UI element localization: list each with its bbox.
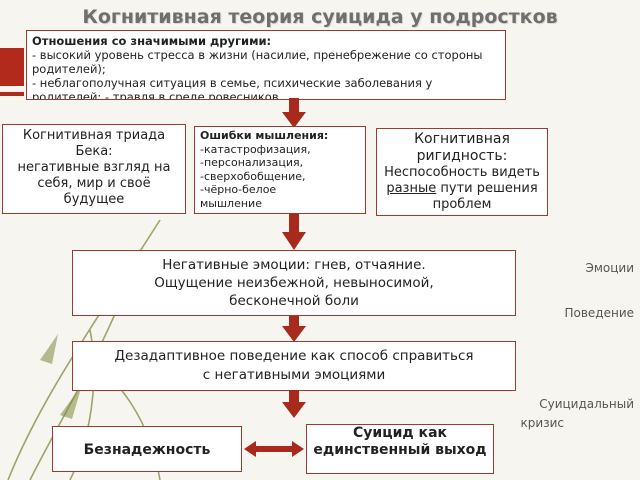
suicide-text: Суицид как единственный выход — [313, 425, 487, 458]
rigidity-text-before: Неспособность видеть — [384, 165, 540, 180]
behavior-line-2: с негативными эмоциями — [202, 367, 386, 383]
side-label-crisis-2: кризис — [520, 416, 564, 430]
thinking-errors-box: Ошибки мышления: -катастрофизация, -перс… — [194, 126, 366, 214]
negative-emotions-box: Негативные эмоции: гнев, отчаяние. Ощуще… — [72, 250, 516, 316]
emotions-line-3: бесконечной боли — [229, 293, 359, 309]
rigidity-heading: Когнитивная ригидность: — [414, 131, 510, 164]
behavior-line-1: Дезадаптивное поведение как способ справ… — [114, 348, 474, 364]
rigidity-text-underlined: разные — [386, 181, 437, 196]
left-accent-bar-top — [0, 48, 24, 86]
side-label-behavior: Поведение — [564, 306, 634, 320]
errors-heading: Ошибки мышления: — [200, 129, 329, 142]
cognitive-rigidity-box: Когнитивная ригидность: Неспособность ви… — [376, 128, 548, 216]
arrow-down-1 — [282, 98, 306, 128]
arrow-down-4 — [282, 390, 306, 418]
arrow-down-2 — [282, 214, 306, 250]
side-label-emotions: Эмоции — [585, 261, 634, 275]
errors-item-4: -чёрно-белое — [200, 183, 277, 196]
side-label-crisis-1: Суицидальный — [539, 397, 634, 411]
errors-item-5: мышление — [200, 196, 262, 210]
page-title: Когнитивная теория суицида у подростков — [82, 6, 558, 28]
rigidity-text-after: пути решения проблем — [432, 181, 538, 212]
triad-line-1: Когнитивная триада — [22, 128, 166, 143]
hopelessness-text: Безнадежность — [83, 442, 211, 458]
hopelessness-box: Безнадежность — [52, 426, 242, 472]
errors-item-2: -персонализация, — [200, 156, 304, 169]
maladaptive-behavior-box: Дезадаптивное поведение как способ справ… — [72, 341, 516, 391]
rigidity-text: Неспособность видеть разные пути решения… — [381, 165, 543, 213]
emotions-line-1: Негативные эмоции: гнев, отчаяние. — [162, 257, 426, 273]
double-arrow-horizontal — [244, 441, 304, 457]
arrow-down-3 — [282, 316, 306, 342]
left-accent-bar-bottom — [0, 92, 24, 96]
cognitive-triad-box: Когнитивная триада Бека: негативные взгл… — [2, 124, 186, 214]
relations-line-1: - высокий уровень стресса в жизни (насил… — [32, 48, 483, 76]
relations-line-2: - неблагополучная ситуация в семье, псих… — [32, 76, 433, 100]
errors-item-1: -катастрофизация, — [200, 142, 311, 156]
relations-box: Отношения со значимыми другими: - высоки… — [26, 30, 506, 100]
errors-item-3: -сверхобобщение, — [200, 169, 306, 183]
emotions-line-2: Ощущение неизбежной, невыносимой, — [154, 275, 434, 291]
triad-line-3: негативные взгляд на себя, мир и своё бу… — [17, 160, 171, 207]
triad-line-2: Бека: — [75, 144, 113, 159]
relations-heading: Отношения со значимыми другими: — [32, 34, 272, 48]
suicide-only-way-box: Суицид как единственный выход — [306, 424, 494, 474]
